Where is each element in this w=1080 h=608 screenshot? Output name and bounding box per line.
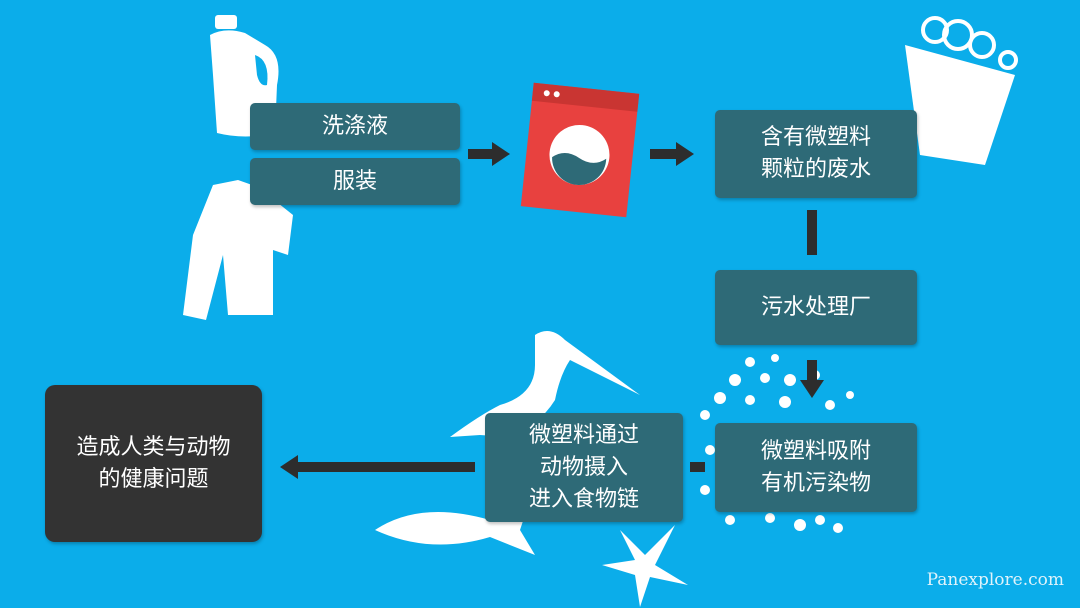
food-chain-box: 微塑料通过 动物摄入 进入食物链	[485, 413, 683, 522]
adsorb-pollutants-box: 微塑料吸附 有机污染物	[715, 423, 917, 512]
treatment-plant-box: 污水处理厂	[715, 270, 917, 345]
microplastic-particles	[700, 354, 854, 533]
shirt-icon	[183, 180, 293, 320]
fish-icon	[375, 500, 535, 555]
bucket-icon	[905, 16, 1018, 165]
clothing-box: 服装	[250, 158, 460, 205]
starfish-icon	[602, 525, 688, 607]
connector-short	[690, 462, 705, 472]
health-problems-box: 造成人类与动物 的健康问题	[45, 385, 262, 542]
washing-machine-icon	[520, 82, 640, 218]
detergent-box: 洗涤液	[250, 103, 460, 150]
wastewater-box: 含有微塑料 颗粒的废水	[715, 110, 917, 198]
watermark: Panexplore.com	[926, 570, 1064, 590]
connector-vertical	[807, 210, 817, 255]
pelican-icon	[450, 331, 640, 437]
